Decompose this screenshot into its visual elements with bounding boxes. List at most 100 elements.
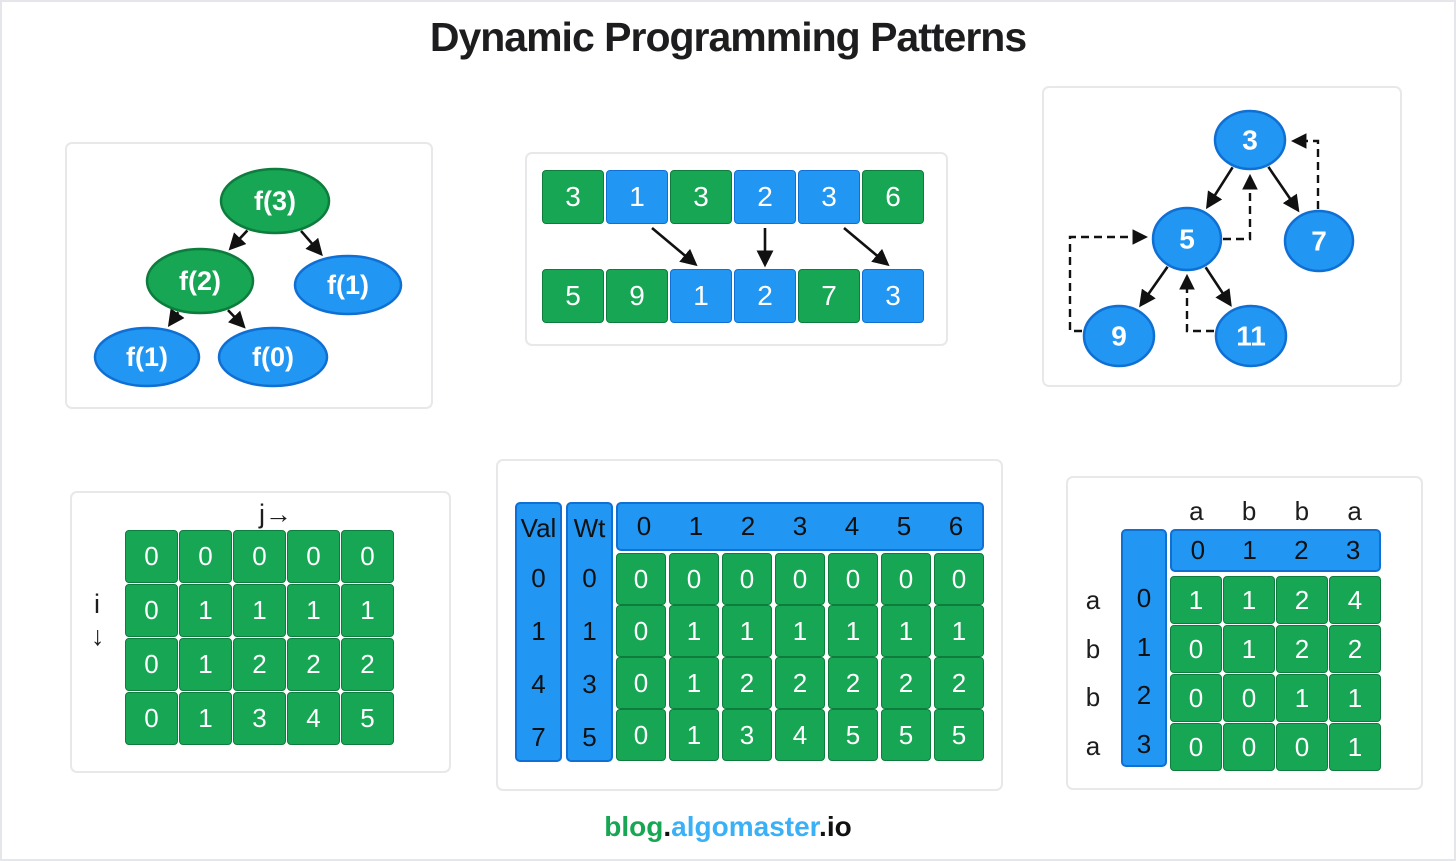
knapsack-dp-cell: 0 bbox=[669, 553, 719, 605]
tree-node-label: f(3) bbox=[254, 186, 296, 216]
knapsack-dp-cell: 0 bbox=[934, 553, 984, 605]
dp-grid-cell: 1 bbox=[233, 584, 286, 637]
footer-text-part: algomaster bbox=[671, 811, 820, 842]
tree-node bbox=[1214, 304, 1288, 368]
lcs-col-index-cell: 2 bbox=[1294, 535, 1309, 565]
knapsack-val-cell: 4 bbox=[531, 669, 546, 699]
tree-node bbox=[293, 254, 403, 316]
tree-node bbox=[1082, 304, 1156, 368]
tree-edge-arrow bbox=[1204, 266, 1232, 307]
tree-node bbox=[145, 247, 255, 315]
knapsack-wt-cell: 3 bbox=[582, 669, 597, 699]
knapsack-dp-cell: 2 bbox=[828, 657, 878, 709]
knapsack-wt-cell: 0 bbox=[582, 563, 597, 593]
tree-node-label: 11 bbox=[1236, 321, 1266, 352]
knapsack-capacity-cell: 2 bbox=[740, 511, 756, 541]
knapsack-dp-cell: 1 bbox=[934, 605, 984, 657]
tree-node bbox=[1213, 109, 1287, 171]
dp-grid-cell: 3 bbox=[233, 692, 286, 745]
knapsack-dp-cell: 0 bbox=[828, 553, 878, 605]
knapsack-dp-cell: 0 bbox=[616, 657, 666, 709]
array-cell: 5 bbox=[542, 269, 604, 323]
knapsack-capacity-cell: 3 bbox=[792, 511, 808, 541]
lcs-dp-cell: 2 bbox=[1276, 576, 1328, 624]
dp-grid-cell: 2 bbox=[287, 638, 340, 691]
lcs-top-char: b bbox=[1294, 496, 1310, 526]
knapsack-val-cell: 1 bbox=[531, 616, 546, 646]
lcs-top-char: a bbox=[1189, 496, 1204, 526]
tree-node-label: f(0) bbox=[252, 342, 294, 372]
knapsack-val-cell: Val bbox=[520, 512, 557, 543]
dp-grid-cell: 0 bbox=[125, 692, 178, 745]
knapsack-dp-cell: 0 bbox=[616, 553, 666, 605]
lcs-row-index-cell: 2 bbox=[1136, 680, 1152, 711]
tree-edge-arrow bbox=[167, 308, 185, 328]
knapsack-dp-cell: 2 bbox=[934, 657, 984, 709]
knapsack-wt-cell: 5 bbox=[582, 722, 597, 752]
footer-text-part: blog bbox=[604, 811, 664, 842]
footer-text-part: . bbox=[819, 811, 827, 842]
lcs-dp-cell: 2 bbox=[1329, 625, 1381, 673]
lcs-col-index-cell: 0 bbox=[1190, 535, 1206, 565]
dp-grid-cell: 0 bbox=[179, 530, 232, 583]
lcs-dp-cell: 1 bbox=[1329, 674, 1381, 722]
dp-grid-cell: 1 bbox=[179, 584, 232, 637]
lcs-left-char: b bbox=[1085, 633, 1101, 664]
knapsack-dp-cell: 0 bbox=[616, 605, 666, 657]
mapping-arrow bbox=[843, 227, 890, 267]
lcs-dp-cell: 0 bbox=[1170, 723, 1222, 771]
knapsack-capacity-cell: 4 bbox=[844, 511, 860, 541]
knapsack-dp-cell: 5 bbox=[881, 709, 931, 761]
tree-node-label: 9 bbox=[1111, 321, 1127, 352]
knapsack-val-cell: 7 bbox=[531, 722, 546, 752]
array-cell: 2 bbox=[734, 170, 796, 224]
knapsack-dp-cell: 1 bbox=[828, 605, 878, 657]
lcs-left-char: b bbox=[1085, 682, 1101, 713]
tree-edge-arrow bbox=[227, 309, 246, 329]
knapsack-dp-cell: 2 bbox=[881, 657, 931, 709]
tree-node bbox=[93, 326, 201, 388]
tree-node-label: 5 bbox=[1179, 224, 1195, 255]
tree-edge-arrow bbox=[300, 230, 323, 257]
recursion-tree-drawing: f(3)f(2)f(1)f(1)f(0) bbox=[93, 167, 403, 388]
mapping-arrow bbox=[651, 227, 698, 267]
dp-grid-cell: 4 bbox=[287, 692, 340, 745]
dp-grid-cell: 0 bbox=[125, 584, 178, 637]
lcs-dp-cell: 0 bbox=[1223, 723, 1275, 771]
return-dashed-arrow bbox=[1179, 273, 1214, 333]
knapsack-capacity-cell: 5 bbox=[896, 511, 912, 541]
i-axis-arrow-icon: ↓ bbox=[91, 621, 105, 651]
array-cell: 3 bbox=[798, 170, 860, 224]
dp-grid-cell: 2 bbox=[233, 638, 286, 691]
array-cell: 7 bbox=[798, 269, 860, 323]
lcs-dp-cell: 0 bbox=[1276, 723, 1328, 771]
lcs-dp-cell: 1 bbox=[1223, 625, 1275, 673]
knapsack-dp-cell: 1 bbox=[669, 657, 719, 709]
dp-grid-cell: 1 bbox=[179, 638, 232, 691]
knapsack-dp-cell: 1 bbox=[669, 709, 719, 761]
tree-edge-arrow bbox=[1267, 166, 1300, 213]
lcs-dp-cell: 4 bbox=[1329, 576, 1381, 624]
dp-grid-cell: 5 bbox=[341, 692, 394, 745]
knapsack-dp-cell: 5 bbox=[828, 709, 878, 761]
array-arrows-drawing bbox=[651, 227, 890, 268]
lcs-top-char: b bbox=[1241, 496, 1257, 526]
dp-grid-cell: 1 bbox=[341, 584, 394, 637]
array-cell: 1 bbox=[606, 170, 668, 224]
array-cell: 3 bbox=[542, 170, 604, 224]
tree-node bbox=[219, 167, 331, 235]
tree-node bbox=[1151, 206, 1223, 272]
lcs-col-index-cell: 3 bbox=[1345, 535, 1361, 565]
knapsack-dp-cell: 0 bbox=[616, 709, 666, 761]
knapsack-wt-cell: Wt bbox=[573, 512, 606, 543]
tree-node-label: 3 bbox=[1242, 125, 1258, 156]
